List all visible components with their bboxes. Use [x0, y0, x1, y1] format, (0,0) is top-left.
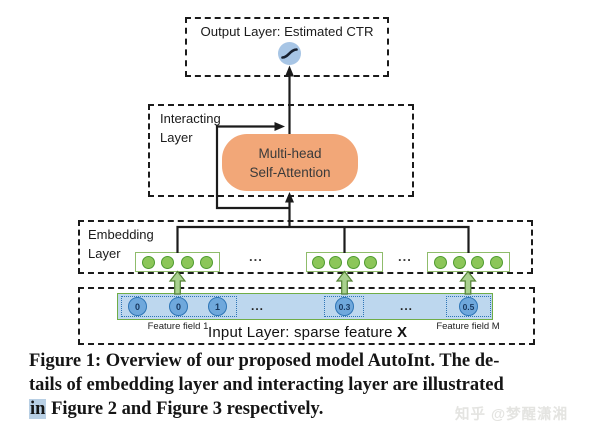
figure-caption-line2: tails of embedding layer and interacting… [29, 375, 504, 395]
multi-head-self-attention-box: Multi-head Self-Attention [222, 134, 358, 191]
interacting-layer-label: Interacting Layer [160, 110, 221, 147]
embedding-dot [142, 255, 156, 269]
figure-caption-selection: in [29, 399, 47, 419]
figure-caption-line3-rest: Figure 2 and Figure 3 respectively. [46, 399, 324, 419]
input-ellipsis-2: ... [400, 299, 414, 313]
input-value-node: 0 [128, 297, 147, 316]
feature-field-m-group [446, 296, 491, 317]
embedding-vector-m [427, 252, 510, 272]
feature-field-1-label: Feature field 1 [147, 321, 209, 332]
embedding-layer-label: Embedding Layer [88, 226, 154, 263]
attention-label-line2: Self-Attention [249, 164, 331, 180]
embedding-layer-label-line2: Layer [88, 245, 121, 261]
zhihu-watermark: 知乎 @梦醒潇湘 [455, 407, 569, 423]
embedding-dot [452, 255, 466, 269]
input-value-node: 0 [169, 297, 188, 316]
input-ellipsis-1: ... [251, 299, 265, 313]
interacting-layer-label-line2: Layer [160, 129, 193, 145]
embedding-dot [161, 255, 175, 269]
input-layer-label-x: X [397, 324, 408, 341]
embedding-dot [199, 255, 213, 269]
embedding-dot [329, 255, 343, 269]
embedding-dot [364, 255, 378, 269]
input-layer-label: Input Layer: sparse feature X [208, 324, 407, 341]
attention-label-line1: Multi-head [258, 145, 322, 161]
embedding-dot [490, 255, 504, 269]
output-layer-label: Output Layer: Estimated CTR [200, 24, 374, 39]
embedding-layer-label-line1: Embedding [88, 227, 154, 242]
embedding-layer-box: Embedding Layer [78, 220, 533, 274]
embedding-dot [346, 255, 360, 269]
feature-field-m-label: Feature field M [436, 321, 500, 332]
embedding-vector-2 [306, 252, 383, 272]
figure-caption-line3: in Figure 2 and Figure 3 respectively. [29, 397, 589, 421]
input-value-node: 1 [208, 297, 227, 316]
feature-field-1-group [121, 296, 237, 317]
embedding-dot [180, 255, 194, 269]
sigmoid-node [278, 42, 301, 65]
input-layer-box [78, 287, 535, 345]
figure-caption: Figure 1: Overview of our proposed model… [29, 349, 589, 421]
embedding-dot [433, 255, 447, 269]
embedding-ellipsis-2: ... [398, 249, 412, 264]
input-value-node: 0.5 [459, 297, 478, 316]
interacting-layer-label-line1: Interacting [160, 111, 221, 126]
feature-field-mid-group [324, 296, 364, 317]
input-value-node: 0.3 [335, 297, 354, 316]
embedding-ellipsis-1: ... [249, 249, 263, 264]
sigmoid-icon [278, 42, 301, 65]
embedding-dot [471, 255, 485, 269]
figure-caption-line1: Figure 1: Overview of our proposed model… [29, 351, 500, 371]
embedding-vector-1 [135, 252, 220, 272]
embedding-dot [311, 255, 325, 269]
input-layer-label-text: Input Layer: sparse feature [208, 324, 398, 341]
